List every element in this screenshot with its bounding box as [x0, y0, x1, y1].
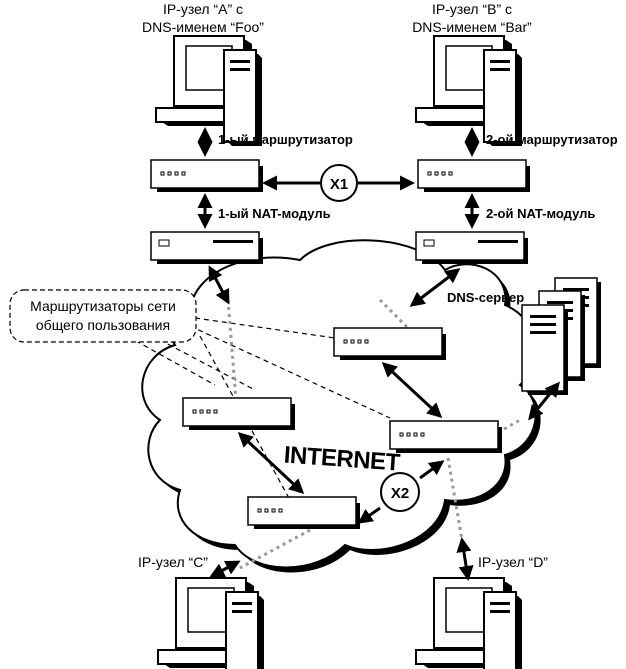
- nat-module-2-label: 2-ой NAT-модуль: [486, 206, 595, 221]
- public-routers-callout: [9, 289, 197, 343]
- router-2-icon: [417, 159, 531, 193]
- node-d-label: IP-узел “D”: [478, 554, 548, 570]
- computer-c-icon: [157, 577, 265, 669]
- public-router-1-icon: [333, 327, 447, 361]
- dns-server-label: DNS-сервер: [447, 290, 524, 305]
- node-a-label-line1: IP-узел “A” с: [163, 1, 243, 17]
- computer-b-icon: [415, 35, 523, 147]
- router-2-label: 2-ой маршрутизатор: [486, 132, 618, 147]
- public-router-3-icon: [389, 420, 503, 454]
- connection-x1-label: X1: [330, 176, 348, 193]
- node-b-label-line2: DNS-именем “Bar”: [412, 19, 532, 35]
- node-a-label-line2: DNS-именем “Foo”: [142, 19, 264, 35]
- dns-server-icon-1: [521, 304, 569, 396]
- dotted-links: [226, 298, 521, 570]
- router-1-label: 1-ый маршрутизатор: [218, 132, 353, 147]
- computer-d-icon: [415, 577, 523, 669]
- nat-module-1-icon: [150, 231, 264, 265]
- connection-x1: X1: [320, 164, 358, 202]
- router-1-icon: [150, 159, 264, 193]
- nat-module-2-icon: [415, 231, 529, 265]
- public-routers-label-line2: общего пользования: [36, 317, 170, 333]
- node-b-label-line1: IP-узел “B” с: [432, 1, 512, 17]
- public-router-2-icon: [182, 397, 296, 431]
- node-c-label: IP-узел “C”: [138, 554, 208, 570]
- public-routers-label-line1: Маршрутизаторы сети: [30, 298, 176, 314]
- connection-arrows: [197, 127, 560, 581]
- nat-module-1-label: 1-ый NAT-модуль: [218, 206, 331, 221]
- computer-a-icon: [155, 35, 263, 147]
- public-router-4-icon: [247, 496, 361, 530]
- connection-x2-label: X2: [391, 485, 409, 502]
- connection-x2: X2: [380, 472, 420, 512]
